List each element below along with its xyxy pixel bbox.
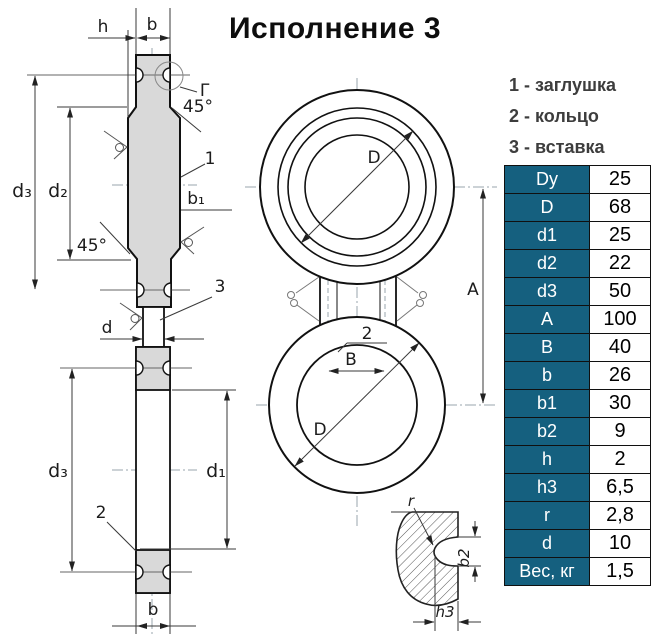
label-part1: 1 [205,149,216,169]
param-cell: d2 [504,249,590,278]
value-cell: 2,8 [589,501,651,530]
value-cell: 40 [589,333,651,362]
label-D-bottom: D [313,420,326,440]
label-b-top: b [147,15,158,35]
legend-item-plug: 1 - заглушка [509,75,617,95]
page-title: Исполнение 3 [228,12,442,45]
label-d: d [102,318,113,338]
drawing-labels: h b Г 45° 1 d₃ d₂ b₁ 45° 3 d d₃ d₁ 2 b D… [12,15,479,621]
label-b-bottom: b [148,600,159,620]
label-h3: h3 [435,603,454,621]
label-b1: b₁ [187,189,205,209]
label-d3-top: d₃ [12,180,32,202]
label-A: A [467,280,479,300]
dimension-lines [32,8,486,634]
detail-callout-circle [154,61,184,91]
label-r: r [408,492,415,510]
param-cell: b2 [504,417,590,446]
label-chamfer-top: 45° [183,97,213,117]
roughness-symbols [103,130,205,331]
label-part3: 3 [215,277,226,297]
value-cell: 50 [589,277,651,306]
param-cell: D [504,193,590,222]
groove-detail-view [391,507,481,631]
label-d1: d₁ [206,460,226,482]
label-d3-bottom: d₃ [48,460,68,482]
param-cell: h3 [504,473,590,502]
value-cell: 9 [589,417,651,446]
label-chamfer-bottom: 45° [77,236,107,256]
label-view-g: Г [200,81,210,101]
parts-legend: 1 - заглушка 2 - кольцо 3 - вставка [509,70,616,163]
param-cell: Вес, кг [504,557,590,586]
label-b2: b2 [455,548,473,567]
value-cell: 30 [589,389,651,418]
side-view-insert [142,306,165,348]
param-cell: d [504,529,590,558]
label-part2-side: 2 [96,503,107,523]
param-cell: Dy [504,165,590,194]
legend-item-ring: 2 - кольцо [509,106,599,126]
value-cell: 26 [589,361,651,390]
label-B: B [345,350,357,370]
value-cell: 25 [589,165,651,194]
value-cell: 25 [589,221,651,250]
param-cell: A [504,305,590,334]
groove-notches [135,67,172,580]
label-part2-front: 2 [362,324,373,344]
value-cell: 1,5 [589,557,651,586]
param-cell: r [504,501,590,530]
label-D-top: D [367,148,380,168]
legend-item-insert: 3 - вставка [509,137,605,157]
label-h: h [98,17,109,37]
side-view-plug [127,54,181,594]
param-cell: h [504,445,590,474]
param-cell: d1 [504,221,590,250]
value-cell: 22 [589,249,651,278]
side-link-rings [287,276,427,322]
value-cell: 100 [589,305,651,334]
label-d2: d₂ [48,180,68,202]
